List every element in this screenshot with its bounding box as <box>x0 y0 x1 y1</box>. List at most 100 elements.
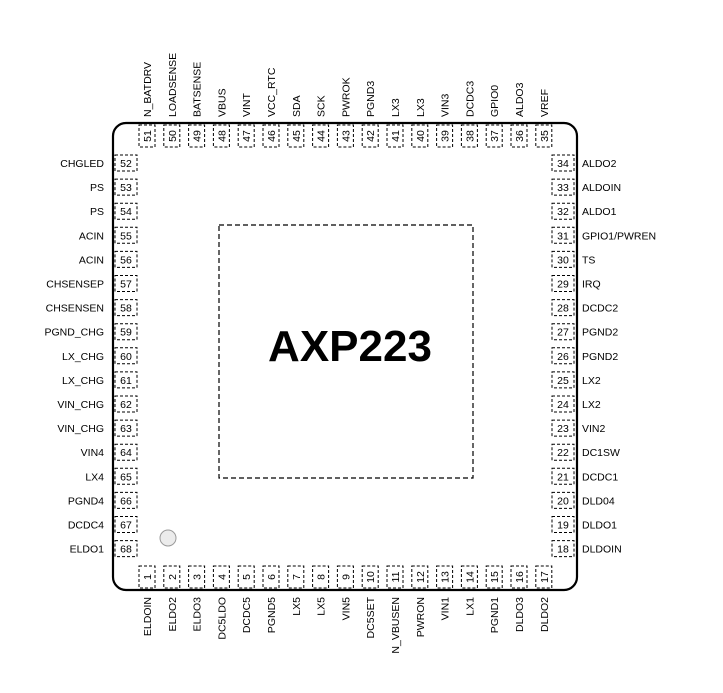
pin-pad <box>262 565 280 589</box>
pin-number: 9 <box>340 574 352 580</box>
pin-pad <box>510 124 528 148</box>
pin-number: 65 <box>120 471 132 483</box>
pin-pad <box>212 565 230 589</box>
pin-name: VIN4 <box>81 447 105 459</box>
pin-name: ELDO2 <box>167 597 179 632</box>
pin-number: 11 <box>390 571 402 582</box>
pin-number: 35 <box>539 130 551 142</box>
pin-number: 25 <box>557 375 569 387</box>
pin-name: DLDO3 <box>514 597 526 632</box>
pin-number: 41 <box>390 130 402 142</box>
pin-pad <box>114 443 138 461</box>
pin-number: 53 <box>120 182 132 194</box>
pin-name: TS <box>582 254 595 266</box>
pin-number: 7 <box>291 574 303 580</box>
pin-name: VREF <box>539 89 551 117</box>
pin-name: VCC_RTC <box>266 67 278 117</box>
pin-number: 3 <box>192 574 204 580</box>
pin-number: 28 <box>557 303 569 315</box>
pin-pad <box>188 565 206 589</box>
pin-number: 10 <box>365 571 377 583</box>
pin-name: DCDC5 <box>241 597 253 633</box>
pin-number: 13 <box>440 571 452 583</box>
pin-number: 60 <box>120 351 132 363</box>
pin-number: 51 <box>142 130 154 142</box>
pin-number: 32 <box>557 206 569 218</box>
pin-number: 52 <box>120 158 132 170</box>
pin-number: 46 <box>266 130 278 142</box>
pin-name: PWROK <box>340 77 352 117</box>
pin-number: 39 <box>440 130 452 142</box>
pin-name: GPIO0 <box>489 85 501 117</box>
pin-number: 55 <box>120 230 132 242</box>
pin-pad <box>551 154 575 172</box>
pin-number: 43 <box>340 130 352 142</box>
pin-pad <box>386 565 404 589</box>
pin-pad <box>386 124 404 148</box>
pin-pad <box>237 124 255 148</box>
pin-pad <box>114 347 138 365</box>
pin-top: 46 VCC_RTC <box>262 67 280 148</box>
pin-pad <box>460 124 478 148</box>
pin-pad <box>436 124 454 148</box>
pin-name: PGND3 <box>365 81 377 117</box>
pin-number: 4 <box>216 574 228 580</box>
pin-pad <box>460 565 478 589</box>
pin-number: 42 <box>365 130 377 142</box>
pin-pad <box>551 178 575 196</box>
pin-pad <box>551 299 575 317</box>
pin-number: 66 <box>120 495 132 507</box>
pin-name: LX5 <box>316 597 328 616</box>
pin-number: 58 <box>120 303 132 315</box>
pin-top: 42 PGND3 <box>361 81 379 148</box>
pin-pad <box>485 124 503 148</box>
pin-name: PS <box>90 182 104 194</box>
pin-number: 56 <box>120 254 132 266</box>
pin-pad <box>114 419 138 437</box>
pin-name: LX1 <box>464 597 476 616</box>
pin-pad <box>163 124 181 148</box>
pin-pad <box>551 395 575 413</box>
pin-name: VIN3 <box>440 93 452 117</box>
pin-pad <box>114 250 138 268</box>
pin-number: 34 <box>557 158 569 170</box>
pin-left: 53 PS <box>90 178 138 196</box>
pin-number: 23 <box>557 423 569 435</box>
pin-number: 12 <box>415 571 427 583</box>
pin-name: PGND2 <box>582 327 618 339</box>
pin-number: 6 <box>266 574 278 580</box>
pin-name: BATSENSE <box>192 62 204 117</box>
pin-number: 38 <box>464 130 476 142</box>
pin-pad <box>551 323 575 341</box>
pin-pad <box>551 275 575 292</box>
pin1-marker <box>159 529 177 547</box>
pin-number: 17 <box>539 571 551 583</box>
pin-name: N_VBUSEN <box>390 597 402 654</box>
